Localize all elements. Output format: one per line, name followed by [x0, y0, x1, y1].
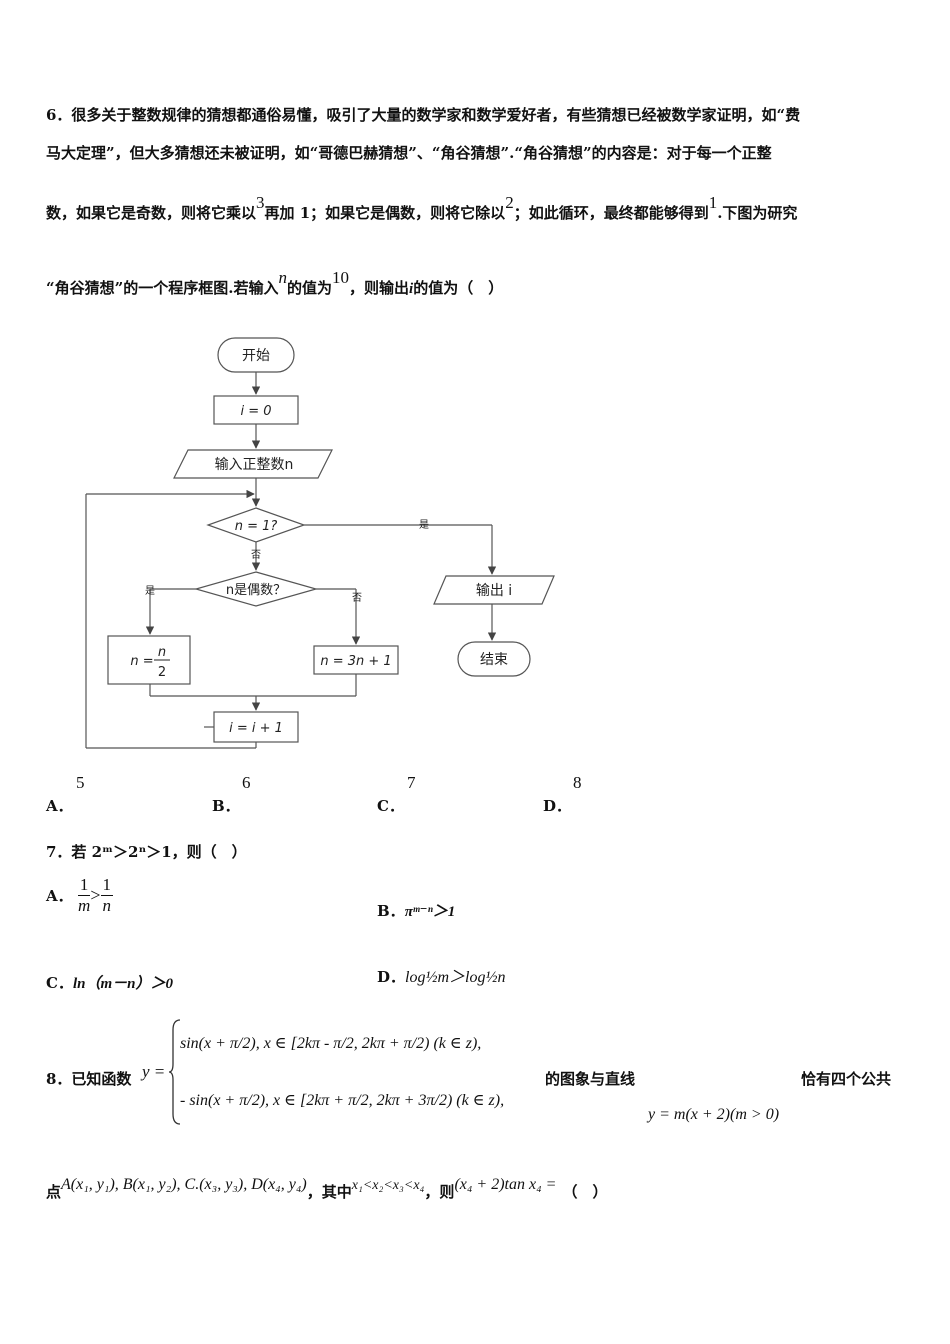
start-label: 开始 [242, 348, 270, 364]
q6-line4: “角谷猜想”的一个程序框图.若输入n的值为10，则输出i的值为（ ） [46, 268, 504, 297]
odd-assign-box [313, 645, 399, 675]
output-parallelogram [433, 575, 555, 605]
q8-tail: 恰有四个公共 [801, 1070, 892, 1088]
q8-lead: 8．已知函数 [46, 1070, 132, 1088]
cond2-no-label: 否 [352, 592, 362, 604]
q8-case2: - sin(x + π/2), x ∈ [2kπ + π/2, 2kπ + 3π… [180, 1092, 505, 1109]
q8-case1: sin(x + π/2), x ∈ [2kπ - π/2, 2kπ + π/2)… [180, 1035, 482, 1052]
output-label: 输出 i [476, 583, 512, 599]
cond1-no-label: 否 [251, 549, 261, 561]
even-assign-box [107, 635, 191, 685]
end-label: 结束 [480, 652, 508, 668]
even-assign-num: n [158, 645, 166, 660]
q7-option-d[interactable]: D．log½m＞log½n [377, 968, 506, 986]
q6-line1: 6．很多关于整数规律的猜想都通俗易懂，吸引了大量的数学家和数学爱好者，有些猜想已… [46, 106, 801, 124]
q7-option-b[interactable]: B．πᵐ⁻ⁿ＞1 [377, 902, 456, 920]
cond1-label: n = 1? [235, 519, 278, 534]
q8-mid: 的图象与直线 [545, 1070, 636, 1088]
input-label: 输入正整数n [215, 457, 294, 473]
q6-line2: 马大定理”，但大多猜想还未被证明，如“哥德巴赫猜想”、“角谷猜想”.“角谷猜想”… [46, 144, 772, 162]
init-label: i = 0 [240, 404, 271, 419]
end-terminal [457, 641, 531, 677]
cond1-yes-label: 是 [419, 519, 429, 531]
odd-assign-label: n = 3n + 1 [320, 654, 391, 669]
q6-option-c[interactable]: C．7 [377, 773, 416, 815]
even-assign-den: 2 [158, 665, 166, 680]
cond2-diamond [193, 571, 319, 607]
q6-option-a[interactable]: A．5 [46, 773, 85, 815]
q8-line2: 点A(x₁, y₁), B(x₁, y₂), C.(x₃, y₃), D(x₄,… [46, 1176, 608, 1201]
incr-box [213, 711, 299, 743]
q8-y-eq: y = [142, 1062, 166, 1081]
q6-option-d[interactable]: D．8 [543, 773, 582, 815]
init-box [213, 395, 299, 425]
q7-stem: 7．若 2ᵐ＞2ⁿ＞1，则（ ） [46, 843, 247, 861]
cond2-yes-label: 是 [145, 585, 155, 597]
even-assign-lhs: n = [130, 654, 153, 669]
q8-line-eq: y = m(x + 2)(m > 0) [648, 1106, 780, 1123]
q8-left-brace [168, 1019, 181, 1125]
incr-label: i = i + 1 [229, 721, 283, 736]
q7-option-c[interactable]: C．ln（m－n）＞0 [46, 974, 173, 992]
input-parallelogram [173, 449, 333, 479]
cond2-label: n是偶数？ [226, 583, 286, 598]
q6-line3: 数，如果它是奇数，则将它乘以3再加 1；如果它是偶数，则将它除以2；如此循环，最… [46, 193, 798, 222]
flowchart: 开始 i = 0 输入正整数n n = 1? 是 否 n是偶数？ 是 否 n =… [85, 337, 555, 749]
q6-option-b[interactable]: B．6 [212, 773, 251, 815]
